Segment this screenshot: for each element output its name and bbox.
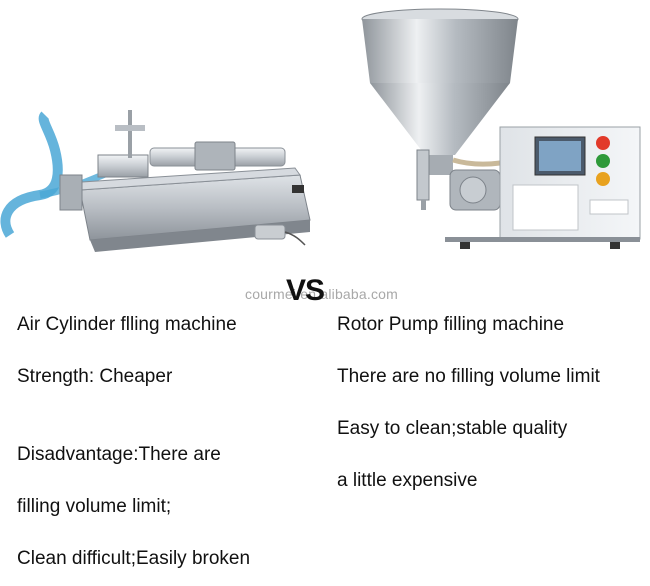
rotor-pump-machine-image <box>355 5 645 260</box>
rotor-pump-machine-illustration <box>361 8 641 249</box>
left-disadvantage-line3: Clean difficult;Easily broken <box>17 548 251 569</box>
left-strength: Strength: Cheaper <box>17 366 173 387</box>
left-title: Air Cylinder flling machine <box>17 314 237 335</box>
left-disadvantage-line1: Disadvantage:There are <box>17 444 221 465</box>
watermark: courmei.en.alibaba.com <box>245 286 399 302</box>
right-point1: There are no filling volume limit <box>337 366 600 387</box>
right-point3: a little expensive <box>337 470 478 491</box>
air-cylinder-machine-illustration <box>0 110 311 252</box>
right-title: Rotor Pump filling machine <box>337 314 565 335</box>
right-point2: Easy to clean;stable quality <box>337 418 568 439</box>
air-cylinder-machine-image <box>0 100 320 260</box>
vs-label: VS <box>286 274 325 307</box>
left-disadvantage-line2: filling volume limit; <box>17 496 172 517</box>
